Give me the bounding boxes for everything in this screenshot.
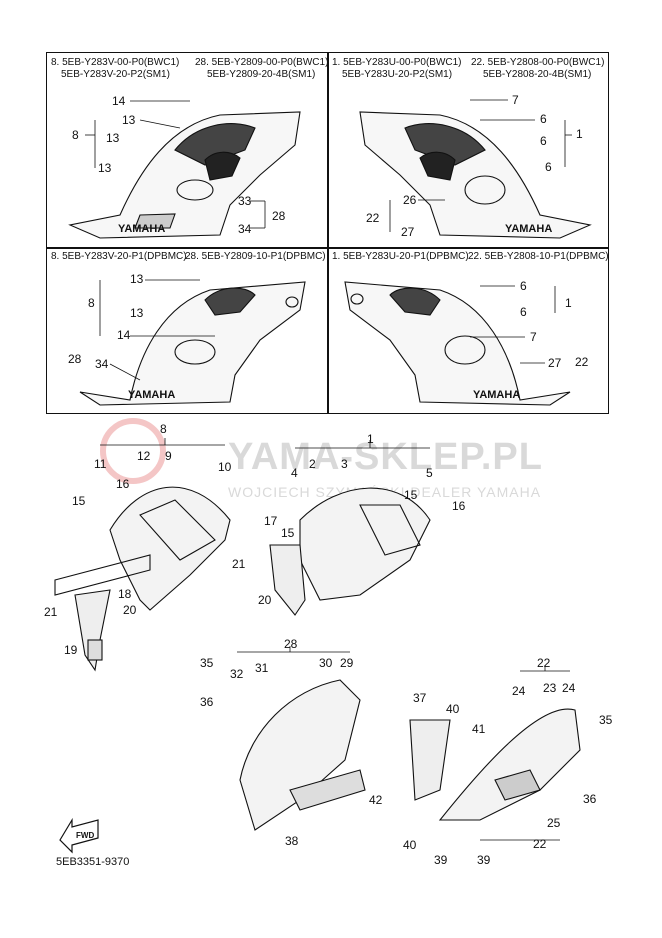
yamaha-wordmark-p1: YAMAHA	[118, 223, 165, 235]
callout-5: 5	[426, 466, 433, 480]
callout-26: 26	[403, 193, 417, 207]
callout-7: 7	[530, 330, 537, 344]
callout-33: 33	[238, 194, 252, 208]
callout-40: 40	[446, 702, 460, 716]
callout-14: 14	[112, 94, 126, 108]
callout-1: 1	[367, 432, 374, 446]
callout-34: 34	[95, 357, 109, 371]
panel3-caption-right: 28. 5EB-Y2809-10-P1(DPBMC)	[185, 251, 326, 262]
callout-37: 37	[413, 691, 427, 705]
callout-36: 36	[583, 792, 597, 806]
callout-10: 10	[218, 460, 232, 474]
panel3-caption-left: 8. 5EB-Y283V-20-P1(DPBMC)	[51, 251, 187, 262]
callout-16: 16	[452, 499, 466, 513]
callout-35: 35	[599, 713, 613, 727]
callout-38: 38	[285, 834, 299, 848]
callout-31: 31	[255, 661, 269, 675]
panel-divider-horizontal	[47, 247, 608, 249]
callout-22: 22	[533, 837, 547, 851]
callout-27: 27	[548, 356, 562, 370]
callout-24: 24	[562, 681, 576, 695]
callout-22: 22	[537, 656, 551, 670]
callout-34: 34	[238, 222, 252, 236]
callout-6: 6	[520, 305, 527, 319]
panel2-caption-right: 22. 5EB-Y2808-00-P0(BWC1)5EB-Y2808-20-4B…	[471, 57, 605, 80]
callout-21: 21	[44, 605, 58, 619]
callout-1: 1	[565, 296, 572, 310]
yamaha-wordmark-p4: YAMAHA	[473, 389, 520, 401]
yamaha-wordmark-p3: YAMAHA	[128, 389, 175, 401]
callout-9: 9	[165, 449, 172, 463]
callout-15: 15	[72, 494, 86, 508]
callout-8: 8	[88, 296, 95, 310]
callout-12: 12	[137, 449, 151, 463]
callout-8: 8	[72, 128, 79, 142]
callout-32: 32	[230, 667, 244, 681]
callout-1: 1	[576, 127, 583, 141]
dealer-logo	[100, 418, 166, 484]
callout-6: 6	[540, 112, 547, 126]
callout-39: 39	[434, 853, 448, 867]
callout-18: 18	[118, 587, 132, 601]
callout-40: 40	[403, 838, 417, 852]
callout-13: 13	[98, 161, 112, 175]
callout-27: 27	[401, 225, 415, 239]
callout-28: 28	[68, 352, 82, 366]
callout-36: 36	[200, 695, 214, 709]
callout-16: 16	[116, 477, 130, 491]
panel4-caption-left: 1. 5EB-Y283U-20-P1(DPBMC)	[332, 251, 469, 262]
watermark-brand: YAMA-SKLEP.PL	[228, 436, 543, 478]
callout-29: 29	[340, 656, 354, 670]
callout-17: 17	[264, 514, 278, 528]
svg-text:FWD: FWD	[76, 831, 94, 840]
callout-35: 35	[200, 656, 214, 670]
callout-13: 13	[106, 131, 120, 145]
callout-22: 22	[575, 355, 589, 369]
variant-panels-grid: 8. 5EB-Y283V-00-P0(BWC1)5EB-Y283V-20-P2(…	[46, 52, 609, 414]
callout-15: 15	[404, 488, 418, 502]
callout-2: 2	[309, 457, 316, 471]
panel4-caption-right: 22. 5EB-Y2808-10-P1(DPBMC)	[468, 251, 609, 262]
callout-23: 23	[543, 681, 557, 695]
callout-15: 15	[281, 526, 295, 540]
panel-divider-vertical	[327, 53, 329, 413]
panel2-caption-left: 1. 5EB-Y283U-00-P0(BWC1)5EB-Y283U-20-P2(…	[332, 57, 462, 80]
panel1-caption-right: 28. 5EB-Y2809-00-P0(BWC1)5EB-Y2809-20-4B…	[195, 57, 329, 80]
callout-8: 8	[160, 422, 167, 436]
callout-13: 13	[130, 306, 144, 320]
callout-4: 4	[291, 466, 298, 480]
forward-arrow-icon: FWD	[59, 817, 99, 854]
callout-13: 13	[130, 272, 144, 286]
callout-42: 42	[369, 793, 383, 807]
callout-28: 28	[272, 209, 286, 223]
callout-19: 19	[64, 643, 78, 657]
callout-25: 25	[547, 816, 561, 830]
callout-22: 22	[366, 211, 380, 225]
diagram-code: 5EB3351-9370	[56, 856, 130, 868]
callout-30: 30	[319, 656, 333, 670]
callout-3: 3	[341, 457, 348, 471]
callout-20: 20	[123, 603, 137, 617]
callout-14: 14	[117, 328, 131, 342]
callout-20: 20	[258, 593, 272, 607]
callout-28: 28	[284, 637, 298, 651]
callout-6: 6	[545, 160, 552, 174]
callout-7: 7	[512, 93, 519, 107]
callout-39: 39	[477, 853, 491, 867]
callout-11: 11	[94, 457, 107, 471]
callout-13: 13	[122, 113, 136, 127]
callout-6: 6	[520, 279, 527, 293]
callout-41: 41	[472, 722, 486, 736]
yamaha-wordmark-p2: YAMAHA	[505, 223, 552, 235]
callout-24: 24	[512, 684, 526, 698]
callout-21: 21	[232, 557, 246, 571]
callout-6: 6	[540, 134, 547, 148]
panel1-caption-left: 8. 5EB-Y283V-00-P0(BWC1)5EB-Y283V-20-P2(…	[51, 57, 180, 80]
